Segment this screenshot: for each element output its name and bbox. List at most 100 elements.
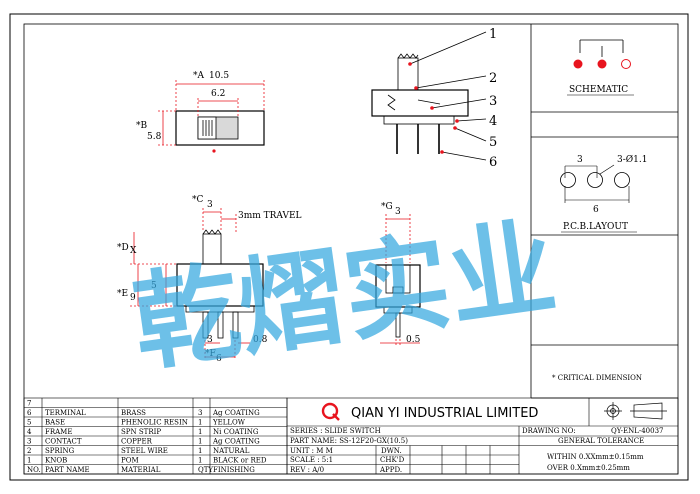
bom-cell-no: 4 — [27, 428, 32, 436]
dim-g-value: 3 — [395, 207, 401, 217]
dim-height-5: 5 — [151, 281, 157, 291]
top-view — [158, 80, 265, 153]
bom-header-cell: NO. — [27, 466, 41, 474]
callout-dot-6 — [440, 150, 444, 154]
schematic-title: SCHEMATIC — [569, 85, 628, 95]
tolerance-within: WITHIN 0.XXmm±0.15mm — [547, 453, 644, 461]
schematic-symbol — [579, 39, 624, 57]
dim-b-label: *B — [136, 121, 148, 131]
bom-cell-material: SPN STRIP — [121, 428, 161, 436]
bom-cell-material: BRASS — [121, 409, 146, 417]
bom-cell-finish: YELLOW — [212, 419, 246, 427]
part-name-text: PART NAME: SS-12F20-GX(10.5) — [290, 437, 408, 445]
bom-cell-finish: Ag COATING — [212, 438, 260, 446]
bom-cell-qty: 1 — [198, 438, 202, 446]
company-logo-tail — [332, 413, 340, 421]
bom-table-grid — [23, 397, 288, 475]
callout-4: 4 — [489, 114, 497, 129]
bom-cell-part: SPRING — [45, 447, 75, 455]
series-text: SERIES : SLIDE SWITCH — [290, 427, 381, 435]
pcb-hole-3 — [614, 172, 630, 188]
callout-dot-1 — [408, 62, 412, 66]
bom-cell-finish: BLACK or RED — [213, 457, 267, 465]
tolerance-over: OVER 0.Xmm±0.25mm — [547, 464, 630, 472]
rev-text: REV : A/0 — [290, 466, 324, 474]
pcb-hole-2 — [587, 172, 603, 188]
dim-d-label: *D — [117, 243, 129, 253]
company-name: QIAN YI INDUSTRIAL LIMITED — [351, 406, 538, 421]
bom-cell-qty: 3 — [198, 409, 202, 417]
bom-cell-no: 3 — [27, 438, 31, 446]
dim-travel: 3mm TRAVEL — [238, 211, 302, 221]
general-tolerance: GENERAL TOLERANCE — [558, 437, 644, 445]
dim-f-value: 6 — [216, 354, 222, 364]
drawing-no-value: QY-ENL-40037 — [611, 427, 663, 435]
bom-cell-qty: 1 — [198, 428, 202, 436]
bom-cell-material: COPPER — [121, 438, 153, 446]
dim-e-label: *E — [117, 289, 128, 299]
critical-dimension-note: * CRITICAL DIMENSION — [552, 374, 642, 382]
bom-header-cell: PART NAME — [45, 466, 90, 474]
scale-text: SCALE : 5:1 — [290, 456, 333, 464]
dim-e-value: 9 — [130, 293, 136, 303]
schematic-terminal-3 — [621, 59, 631, 69]
pcb-hole-1 — [560, 172, 576, 188]
dim-a-label: *A — [193, 71, 205, 81]
bom-cell-part: KNOB — [45, 457, 67, 465]
dim-c-label: *C — [192, 195, 204, 205]
watermark: 乾熠实业 — [126, 205, 563, 386]
callout-dot-4 — [455, 119, 459, 123]
bom-header-cell: MATERIAL — [121, 466, 161, 474]
front-view — [130, 208, 264, 360]
outer-border — [9, 13, 689, 481]
bom-cell-finish: Ag COATING — [212, 409, 260, 417]
callout-1: 1 — [489, 27, 497, 42]
bom-header-cell: QTY — [198, 466, 213, 474]
unit-text: UNIT : M M — [290, 447, 333, 455]
drawing-no-label: DRAWING NO: — [522, 427, 576, 435]
bom-cell-no: 2 — [27, 447, 31, 455]
callout-dot-5 — [453, 126, 457, 130]
callout-2: 2 — [489, 71, 497, 86]
bom-cell-finish: NATURAL — [213, 447, 250, 455]
bom-cell-material: PHENOLIC RESIN — [121, 419, 188, 427]
bom-cell-qty: 1 — [198, 457, 202, 465]
schematic-terminal-2 — [597, 59, 607, 69]
bom-cell-no: 1 — [27, 457, 31, 465]
bom-cell-part: TERMINAL — [45, 409, 86, 417]
dim-f-label: *F — [205, 349, 216, 359]
dim-inner-width: 6.2 — [211, 89, 225, 99]
projection-symbol — [604, 402, 667, 420]
pcb-layout-title: P.C.B.LAYOUT — [563, 222, 628, 232]
pcb-dimension-lines — [564, 164, 630, 203]
dim-b-value: 5.8 — [147, 132, 162, 142]
bom-cell-qty: 1 — [198, 447, 202, 455]
callout-5: 5 — [489, 135, 497, 150]
pcb-pitch-6: 6 — [593, 205, 599, 215]
bom-cell-material: POM — [121, 457, 139, 465]
dim-pin-width: 0.8 — [253, 335, 268, 345]
callout-dot-2 — [414, 86, 418, 90]
approved-label: APPD. — [379, 466, 402, 474]
end-view — [375, 214, 421, 346]
drawn-label: DWN. — [381, 447, 402, 455]
schematic-terminal-1 — [573, 59, 583, 69]
callout-6: 6 — [489, 155, 497, 170]
title-block-grid — [286, 397, 679, 475]
bom-cell-part: FRAME — [45, 428, 72, 436]
dim-a-value: 10.5 — [209, 71, 229, 81]
bom-cell-qty: 1 — [198, 419, 202, 427]
dim-pin-pitch: 3 — [207, 335, 213, 345]
bom-cell-no: 5 — [27, 419, 31, 427]
company-logo — [321, 402, 339, 420]
pcb-hole-size: 3-Ø1.1 — [617, 154, 647, 165]
side-section-view — [371, 31, 487, 161]
dim-side-pin: 0.5 — [406, 335, 421, 345]
callout-3: 3 — [489, 94, 497, 109]
bom-cell-no: 7 — [27, 400, 31, 408]
bom-cell-no: 6 — [27, 409, 32, 417]
dim-d-value: X — [130, 246, 137, 256]
bom-cell-part: CONTACT — [45, 438, 82, 446]
